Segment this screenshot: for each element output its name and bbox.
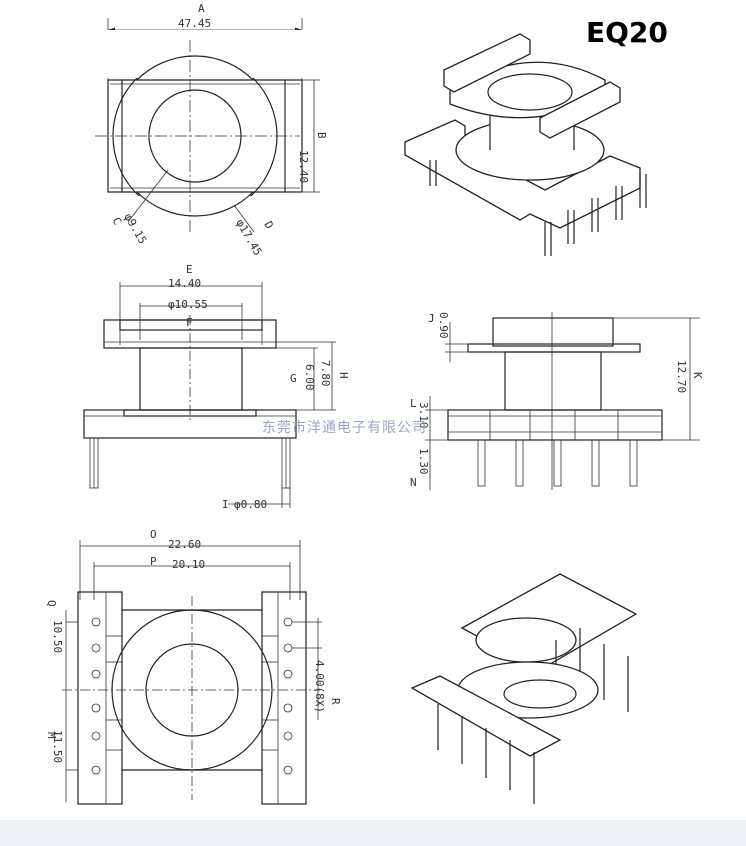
label-f: F (186, 316, 193, 329)
label-l: L (410, 397, 417, 410)
company-watermark: 东莞市洋通电子有限公司 (262, 419, 427, 436)
dim-i: φ0.80 (234, 498, 267, 511)
label-k: K (691, 372, 704, 379)
label-g: G (290, 372, 297, 385)
label-j: J (428, 312, 435, 325)
dim-o: 22.60 (168, 538, 201, 551)
label-r: R (329, 698, 342, 705)
drawing-sheet: A 47.45 12.40 B C φ9.15 φ17.45 D (0, 0, 746, 820)
dim-m: 11.50 (51, 730, 64, 763)
label-p: P (150, 555, 157, 568)
technical-drawing: A 47.45 12.40 B C φ9.15 φ17.45 D (45, 2, 704, 805)
dim-h: 7.80 (319, 360, 332, 387)
label-e: E (186, 263, 193, 276)
label-m: M (45, 732, 58, 739)
label-a: A (198, 2, 205, 15)
dim-p: 20.10 (172, 558, 205, 571)
label-b: B (315, 132, 328, 139)
top-view: A 47.45 12.40 B C φ9.15 φ17.45 D (95, 2, 328, 258)
dim-r: 4.00(8X) (313, 660, 326, 713)
dim-q: 10.50 (51, 620, 64, 653)
label-i: I (222, 498, 229, 511)
label-h: H (337, 372, 350, 379)
dim-b: 12.40 (297, 150, 310, 183)
dim-k: 12.70 (675, 360, 688, 393)
bottom-view: O 22.60 P 20.10 (45, 528, 342, 805)
side-view: J 0.90 12.70 K L 3.10 1.30 N (410, 312, 704, 490)
dim-j: 0.90 (437, 312, 450, 339)
dim-a: 47.45 (178, 17, 211, 30)
front-view: E 14.40 φ10.55 F G 6.00 7.80 H (83, 263, 350, 511)
model-title: EQ20 (586, 16, 668, 49)
isometric-view-bottom (410, 573, 638, 804)
label-q: Q (45, 600, 58, 607)
dim-l: 3.10 (417, 402, 430, 429)
dim-f: φ10.55 (168, 298, 208, 311)
label-o: O (150, 528, 157, 541)
dim-g: 6.00 (303, 364, 316, 391)
dim-e: 14.40 (168, 277, 201, 290)
isometric-view-top (404, 33, 647, 256)
dim-n: 1.30 (417, 448, 430, 475)
label-n: N (410, 476, 417, 489)
